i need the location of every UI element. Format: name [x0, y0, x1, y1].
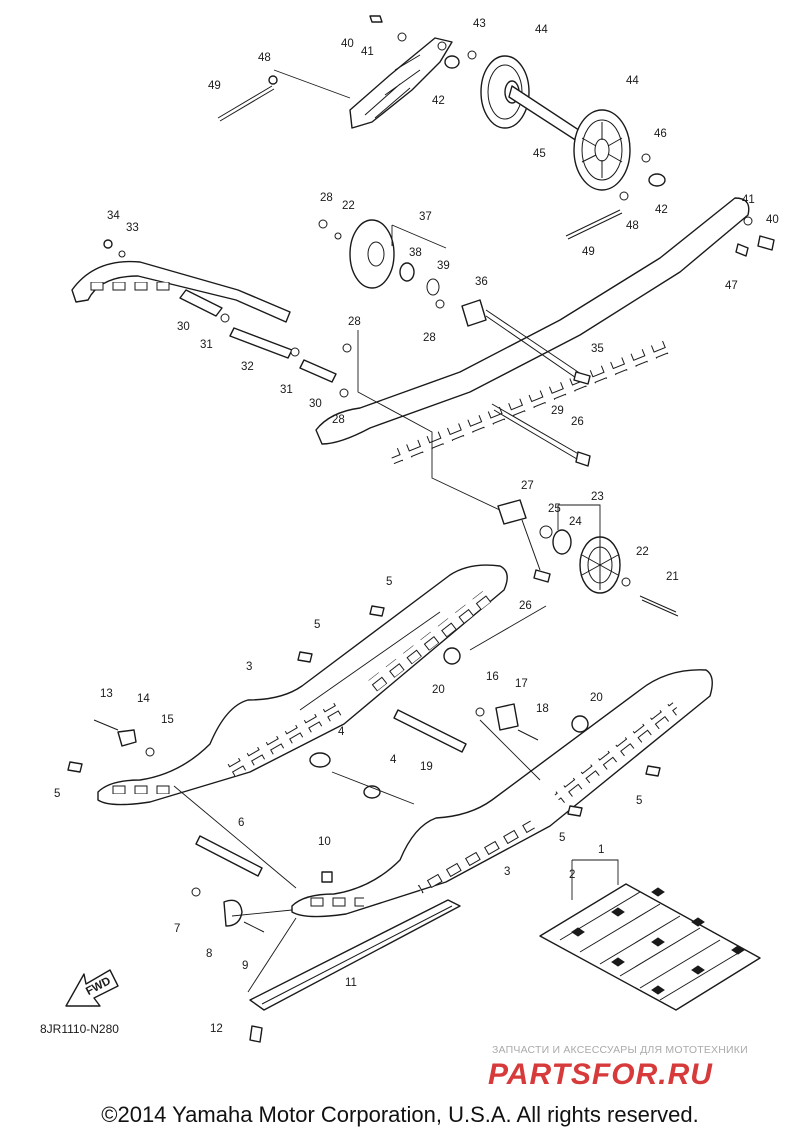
callout-42: 42 — [655, 204, 668, 216]
callout-3: 3 — [504, 866, 510, 878]
drive-sprocket-right — [573, 109, 631, 191]
callout-7: 7 — [174, 923, 180, 935]
callout-20: 20 — [590, 692, 603, 704]
callout-48: 48 — [626, 220, 639, 232]
callout-39: 39 — [437, 260, 450, 272]
callout-26: 26 — [519, 600, 532, 612]
bolts-top — [217, 15, 775, 257]
track-section — [539, 883, 761, 1011]
callout-33: 33 — [126, 222, 139, 234]
callout-21: 21 — [666, 571, 679, 583]
callout-3: 3 — [246, 661, 252, 673]
callout-5: 5 — [54, 788, 60, 800]
callout-17: 17 — [515, 678, 528, 690]
rear-link — [357, 330, 551, 583]
callout-15: 15 — [161, 714, 174, 726]
drive-sprocket-left — [480, 55, 530, 129]
callout-1: 1 — [598, 844, 604, 856]
watermark-logo[interactable]: PARTSFOR.RU — [488, 1058, 713, 1091]
cross-shafts — [67, 605, 661, 877]
upper-rail-left — [71, 260, 291, 323]
callout-12: 12 — [210, 1023, 223, 1035]
callout-42: 42 — [432, 95, 445, 107]
callout-5: 5 — [636, 795, 642, 807]
callout-26: 26 — [571, 416, 584, 428]
callout-22: 22 — [636, 546, 649, 558]
callout-4: 4 — [390, 754, 397, 766]
callout-44: 44 — [535, 24, 548, 36]
bearing-housings — [397, 32, 753, 226]
callout-49: 49 — [582, 246, 595, 258]
spacers-middle — [103, 219, 445, 398]
upper-left-plate — [349, 37, 453, 129]
callout-47: 47 — [725, 280, 738, 292]
upper-rail-right — [315, 197, 750, 465]
callout-5: 5 — [559, 832, 565, 844]
idler-wheel-rear — [539, 525, 679, 617]
callout-49: 49 — [208, 80, 221, 92]
callout-38: 38 — [409, 247, 422, 259]
callout-41: 41 — [361, 46, 374, 58]
callout-35: 35 — [591, 343, 604, 355]
callout-31: 31 — [280, 384, 293, 396]
callout-24: 24 — [569, 516, 582, 528]
callout-10: 10 — [318, 836, 331, 848]
callout-14: 14 — [137, 693, 150, 705]
callout-28: 28 — [320, 192, 333, 204]
callout-28: 28 — [332, 414, 345, 426]
callout-34: 34 — [107, 210, 120, 222]
watermark-caption: ЗАПЧАСТИ И АКСЕССУАРЫ ДЛЯ МОТОТЕХНИКИ — [492, 1044, 748, 1056]
callout-8: 8 — [206, 948, 212, 960]
callout-23: 23 — [591, 491, 604, 503]
callout-30: 30 — [177, 321, 190, 333]
callout-13: 13 — [100, 688, 113, 700]
front-stopper — [191, 871, 333, 933]
diagram-code: 8JR1110-N280 — [40, 1022, 119, 1036]
callout-40: 40 — [766, 214, 779, 226]
callout-30: 30 — [309, 398, 322, 410]
idler-wheel-upper — [349, 219, 440, 296]
callout-20: 20 — [432, 684, 445, 696]
callout-28: 28 — [423, 332, 436, 344]
callout-2: 2 — [569, 869, 575, 881]
callout-18: 18 — [536, 703, 549, 715]
callout-32: 32 — [241, 361, 254, 373]
callout-48: 48 — [258, 52, 271, 64]
callout-44: 44 — [626, 75, 639, 87]
callout-37: 37 — [419, 211, 432, 223]
callout-labels: 1 2 3 3 4 4 5 5 5 5 5 5 6 7 8 9 10 11 12… — [54, 18, 779, 1035]
callout-9: 9 — [242, 960, 248, 972]
callout-28: 28 — [348, 316, 361, 328]
slide-rail-left — [97, 564, 508, 806]
fwd-arrow-icon: FWD — [65, 969, 119, 1007]
callout-19: 19 — [420, 761, 433, 773]
callout-29: 29 — [551, 405, 564, 417]
copyright-notice: ©2014 Yamaha Motor Corporation, U.S.A. A… — [101, 1102, 699, 1127]
callout-6: 6 — [238, 817, 244, 829]
callout-45: 45 — [533, 148, 546, 160]
callout-25: 25 — [548, 503, 561, 515]
callout-46: 46 — [654, 128, 667, 140]
callout-36: 36 — [475, 276, 488, 288]
callout-16: 16 — [486, 671, 499, 683]
callout-43: 43 — [473, 18, 486, 30]
slide-rail-right — [291, 669, 713, 918]
callout-41: 41 — [742, 194, 755, 206]
callout-5: 5 — [386, 576, 392, 588]
callout-40: 40 — [341, 38, 354, 50]
slide-runner — [249, 899, 461, 1043]
bracket-36 — [461, 299, 591, 467]
leader-lines — [173, 69, 619, 993]
callout-4: 4 — [338, 726, 345, 738]
callout-22: 22 — [342, 200, 355, 212]
callout-11: 11 — [345, 977, 357, 989]
callout-27: 27 — [521, 480, 534, 492]
callout-5: 5 — [314, 619, 320, 631]
callout-31: 31 — [200, 339, 213, 351]
